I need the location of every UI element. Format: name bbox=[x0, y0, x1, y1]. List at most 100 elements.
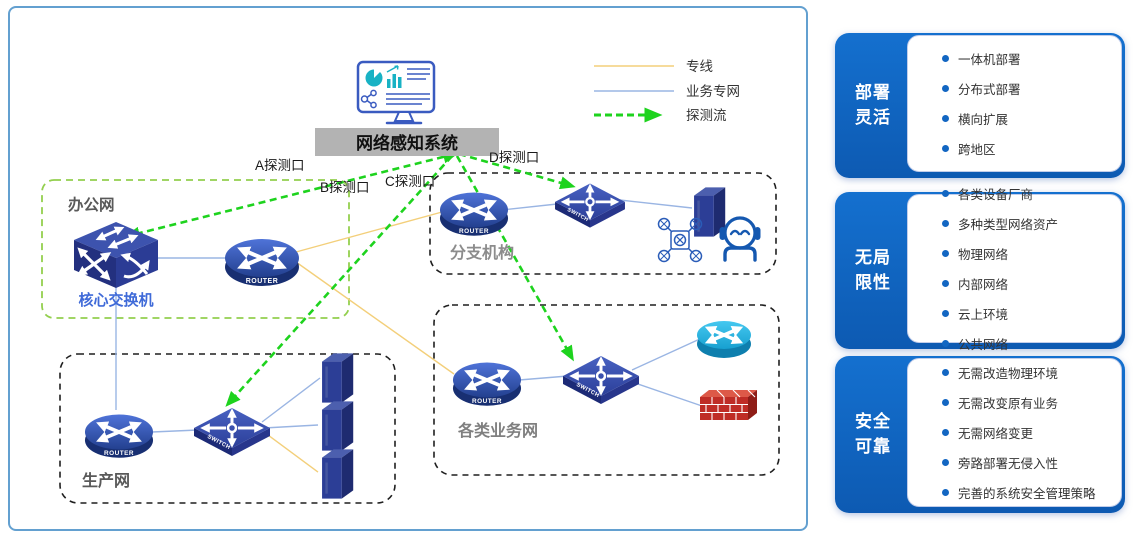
feature-item: 无需网络变更 bbox=[942, 418, 1117, 448]
branch-switch-icon bbox=[555, 183, 625, 227]
feature-item-text: 完善的系统安全管理策略 bbox=[958, 487, 1096, 501]
zone-production-label: 生产网 bbox=[82, 471, 130, 490]
feature-title-line: 限性 bbox=[855, 272, 891, 292]
production-server-icon bbox=[322, 449, 354, 499]
feature-panel-deployment: 部署 灵活 一体机部署 分布式部署 横向扩展 跨地区 bbox=[835, 33, 1125, 178]
zone-branch-box bbox=[429, 172, 777, 275]
probe-flow-b bbox=[225, 155, 453, 407]
probe-flow-c bbox=[455, 155, 574, 362]
feature-item-text: 内部网络 bbox=[958, 278, 1009, 292]
bullet-icon bbox=[942, 115, 949, 122]
feature-item: 横向扩展 bbox=[942, 104, 1117, 134]
feature-item: 公共网络 bbox=[942, 329, 1117, 359]
feature-item-text: 旁路部署无侵入性 bbox=[958, 457, 1059, 471]
feature-tab-deployment: 部署 灵活 bbox=[835, 33, 911, 178]
bullet-icon bbox=[942, 429, 949, 436]
cloud-router-icon bbox=[697, 321, 751, 358]
core-switch-icon bbox=[74, 222, 158, 288]
bullet-icon bbox=[942, 190, 949, 197]
feature-item: 云上环境 bbox=[942, 299, 1117, 329]
production-router-icon bbox=[85, 415, 153, 458]
monitoring-system-icon bbox=[356, 60, 436, 125]
business-switch-icon bbox=[563, 356, 639, 404]
feature-panel-secure: 安全 可靠 无需改造物理环境 无需改变原有业务 无需网络变更 旁路部署无侵入性 … bbox=[835, 356, 1125, 513]
legend-label-dedicated: 专线 bbox=[686, 59, 713, 74]
feature-title-line: 安全 bbox=[855, 411, 891, 431]
business-router-icon bbox=[453, 363, 521, 406]
business-network-links bbox=[115, 199, 703, 433]
probe-port-b-label: B探测口 bbox=[320, 180, 370, 195]
feature-item: 内部网络 bbox=[942, 269, 1117, 299]
feature-item-text: 一体机部署 bbox=[958, 53, 1021, 67]
feature-item: 跨地区 bbox=[942, 134, 1117, 164]
bullet-icon bbox=[942, 55, 949, 62]
feature-item-text: 无需网络变更 bbox=[958, 427, 1034, 441]
bullet-icon bbox=[942, 310, 949, 317]
feature-item: 无需改变原有业务 bbox=[942, 388, 1117, 418]
feature-tab-secure: 安全 可靠 bbox=[835, 356, 911, 513]
zone-branch-label: 分支机构 bbox=[450, 243, 514, 262]
feature-item: 分布式部署 bbox=[942, 74, 1117, 104]
production-server-icon bbox=[322, 353, 354, 403]
feature-item-text: 多种类型网络资产 bbox=[958, 218, 1059, 232]
feature-item: 物理网络 bbox=[942, 239, 1117, 269]
zone-production-box bbox=[59, 353, 396, 504]
bullet-icon bbox=[942, 369, 949, 376]
system-title: 网络感知系统 bbox=[356, 133, 458, 153]
feature-item-text: 跨地区 bbox=[958, 143, 996, 157]
robot-icon bbox=[719, 216, 761, 262]
production-switch-icon bbox=[194, 408, 270, 456]
bullet-icon bbox=[942, 340, 949, 347]
feature-item: 无需改造物理环境 bbox=[942, 358, 1117, 388]
probe-port-a-label: A探测口 bbox=[255, 158, 305, 173]
bullet-icon bbox=[942, 220, 949, 227]
probe-flow-a bbox=[124, 150, 459, 240]
bullet-icon bbox=[942, 280, 949, 287]
feature-card-secure: 无需改造物理环境 无需改变原有业务 无需网络变更 旁路部署无侵入性 完善的系统安… bbox=[907, 358, 1122, 507]
zone-office-box bbox=[41, 179, 350, 319]
legend-label-business: 业务专网 bbox=[686, 84, 740, 99]
feature-item-text: 各类设备厂商 bbox=[958, 188, 1034, 202]
zone-business-label: 各类业务网 bbox=[457, 421, 538, 440]
legend: 专线 业务专网 探测流 bbox=[594, 59, 740, 123]
probe-port-d-label: D探测口 bbox=[489, 150, 539, 165]
bullet-icon bbox=[942, 145, 949, 152]
core-switch-label: 核心交换机 bbox=[78, 291, 153, 309]
office-router-icon bbox=[225, 239, 299, 286]
bullet-icon bbox=[942, 489, 949, 496]
bullet-icon bbox=[942, 250, 949, 257]
feature-item-text: 分布式部署 bbox=[958, 83, 1021, 97]
system-title-box bbox=[315, 128, 499, 156]
zone-business-box bbox=[433, 304, 780, 476]
feature-item: 多种类型网络资产 bbox=[942, 209, 1117, 239]
probe-flows bbox=[124, 150, 576, 407]
feature-title-line: 可靠 bbox=[855, 436, 891, 456]
feature-title-line: 灵活 bbox=[855, 107, 891, 127]
feature-panel-no-limits: 无局 限性 各类设备厂商 多种类型网络资产 物理网络 内部网络 云上环境 公共网… bbox=[835, 188, 1125, 352]
bullet-icon bbox=[942, 459, 949, 466]
feature-card-deployment: 一体机部署 分布式部署 横向扩展 跨地区 bbox=[907, 35, 1122, 172]
probe-port-c-label: C探测口 bbox=[385, 174, 435, 189]
bullet-icon bbox=[942, 85, 949, 92]
feature-item-text: 物理网络 bbox=[958, 248, 1009, 262]
bullet-icon bbox=[942, 399, 949, 406]
legend-label-probe: 探测流 bbox=[686, 108, 727, 123]
probe-flow-d bbox=[458, 152, 576, 190]
feature-tab-no-limits: 无局 限性 bbox=[835, 192, 911, 349]
feature-title-line: 无局 bbox=[855, 247, 891, 267]
feature-item: 旁路部署无侵入性 bbox=[942, 448, 1117, 478]
feature-card-no-limits: 各类设备厂商 多种类型网络资产 物理网络 内部网络 云上环境 公共网络 bbox=[907, 188, 1122, 352]
feature-item: 各类设备厂商 bbox=[942, 179, 1117, 209]
diagram-panel: ROUTER SWITCH bbox=[8, 6, 808, 531]
feature-item-text: 公共网络 bbox=[958, 338, 1009, 352]
feature-item: 完善的系统安全管理策略 bbox=[942, 478, 1117, 508]
feature-item-text: 横向扩展 bbox=[958, 113, 1009, 127]
drone-icon bbox=[657, 217, 703, 263]
firewall-icon bbox=[700, 389, 757, 420]
feature-item-text: 无需改变原有业务 bbox=[958, 397, 1059, 411]
network-diagram: ROUTER SWITCH bbox=[41, 59, 780, 504]
feature-item-text: 无需改造物理环境 bbox=[958, 367, 1059, 381]
branch-router-icon bbox=[440, 193, 508, 236]
zone-office-label: 办公网 bbox=[68, 195, 115, 214]
